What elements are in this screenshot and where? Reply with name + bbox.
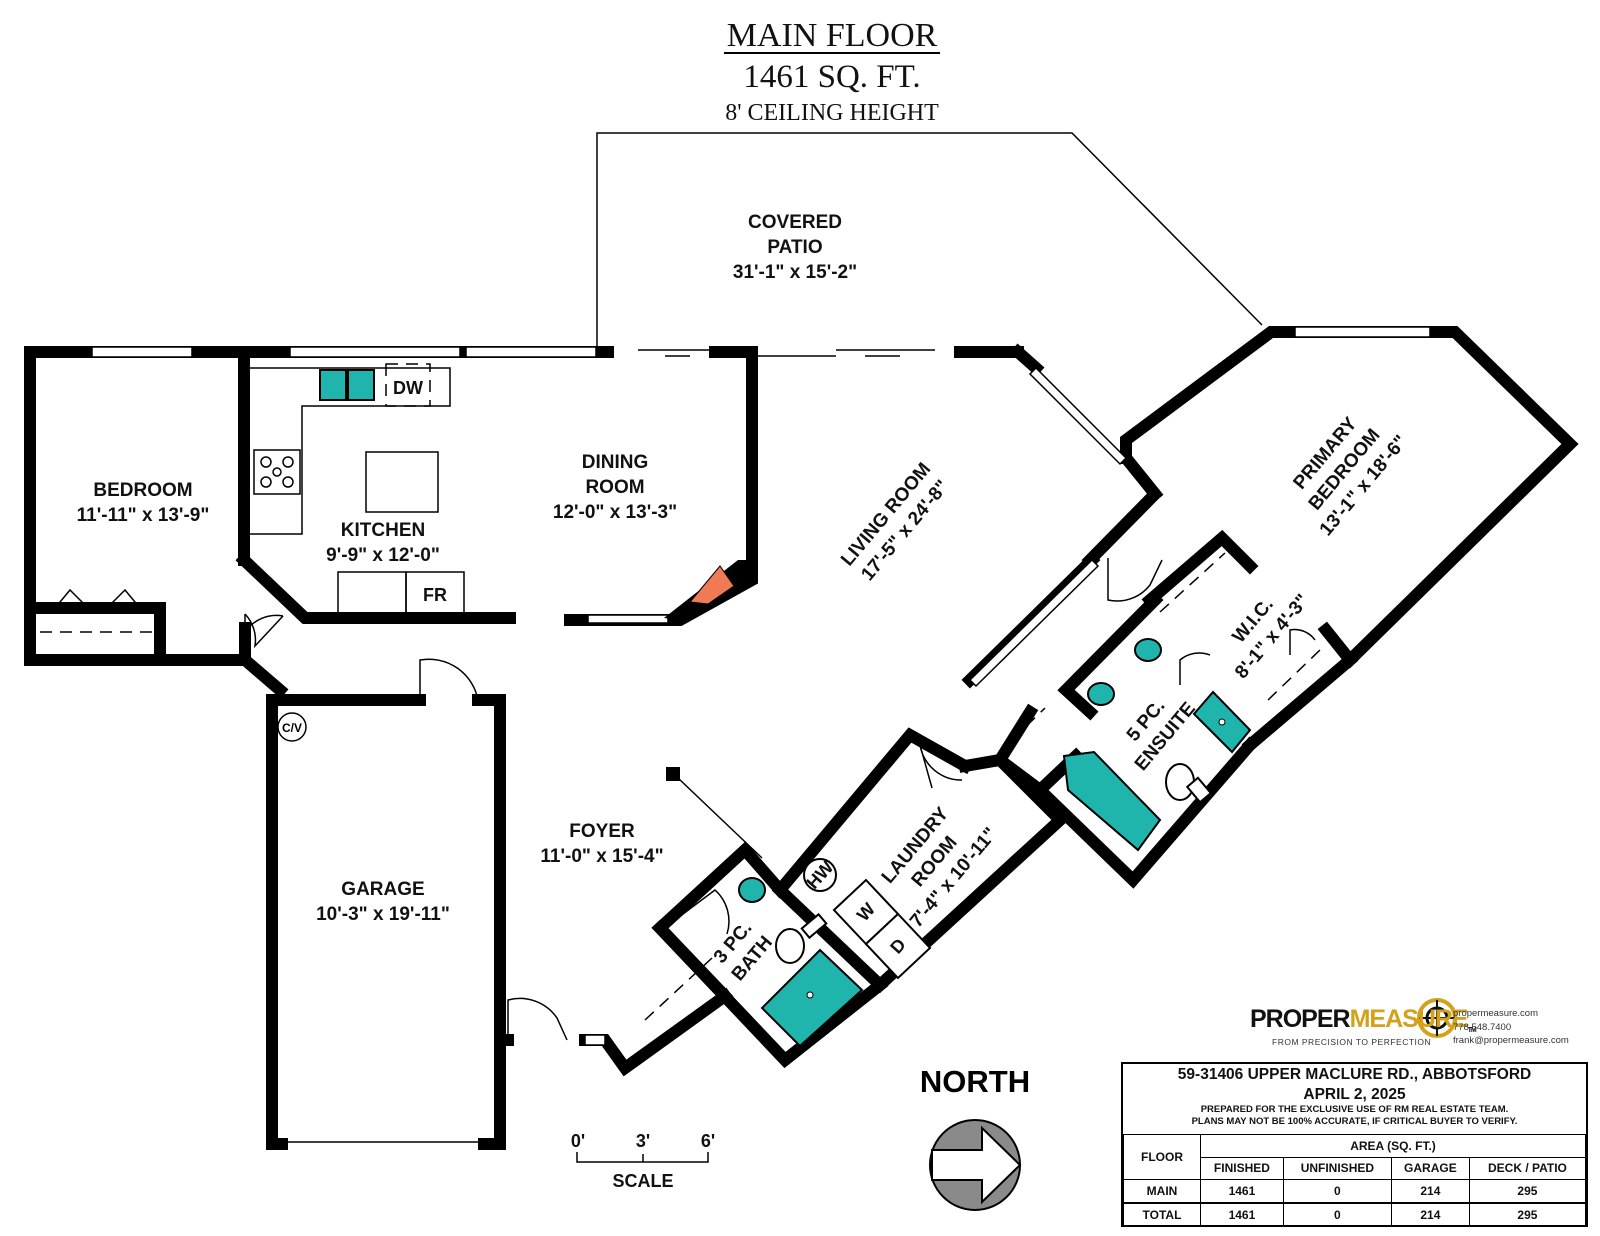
scale-label: SCALE [612, 1171, 673, 1191]
plan-date: APRIL 2, 2025 [1303, 1086, 1406, 1103]
logo-contact: propermeasure.com 778.548.7400 frank@pro… [1453, 1007, 1569, 1048]
laundry-fixtures: HW W D [803, 857, 932, 980]
area-table-main-floor: MAIN [1123, 1179, 1201, 1203]
table-row: TOTAL 1461 0 214 295 [1123, 1203, 1587, 1227]
bedroom-name: BEDROOM [93, 480, 192, 501]
north-label: NORTH [920, 1064, 1030, 1099]
logo-tagline: FROM PRECISION TO PERFECTION [1272, 1037, 1432, 1047]
scale-bar: 0' 3' 6' SCALE [571, 1131, 715, 1191]
area-table-col-deck-patio: DECK / PATIO [1468, 1156, 1587, 1181]
table-row: MAIN 1461 0 214 295 [1123, 1179, 1587, 1203]
dishwasher-label: DW [393, 378, 423, 398]
area-table-total-floor: TOTAL [1123, 1203, 1201, 1227]
covered-patio-outline [596, 132, 1263, 346]
logo-phone: 778.548.7400 [1453, 1021, 1512, 1033]
property-info-box: 59-31406 UPPER MACLURE RD., ABBOTSFORD A… [1121, 1062, 1588, 1227]
fridge [405, 571, 465, 618]
scale-tick-3: 3' [636, 1131, 650, 1151]
logo-brand: PROPERMEASURETM [1250, 1005, 1477, 1034]
area-table-total-deck: 295 [1468, 1203, 1587, 1227]
logo-email[interactable]: frank@propermeasure.com [1453, 1035, 1569, 1046]
garage-size: 10'-3" x 19'-11" [316, 904, 450, 925]
title-ceiling-height: 8' CEILING HEIGHT [725, 100, 939, 126]
area-table-total-finished: 1461 [1200, 1203, 1284, 1227]
area-table-floor-header: FLOOR [1123, 1133, 1201, 1181]
scale-tick-0: 0' [571, 1131, 585, 1151]
fireplace [664, 560, 752, 620]
dryer [864, 912, 932, 980]
windows [91, 326, 1431, 1046]
hot-water-tank [803, 858, 837, 892]
area-table-total-garage: 214 [1390, 1203, 1470, 1227]
garage-name: GARAGE [341, 879, 424, 900]
central-vac: C/V [277, 712, 307, 742]
disclaimer-line-2: PLANS MAY NOT BE 100% ACCURATE, IF CRITI… [1191, 1116, 1518, 1127]
title-square-feet: 1461 SQ. FT. [743, 59, 920, 95]
proper-measure-logo: PROPERMEASURETM FROM PRECISION TO PERFEC… [1250, 985, 1590, 1050]
covered-patio-name-2: PATIO [767, 237, 822, 258]
kitchen-sink-left [319, 369, 347, 401]
north-arrow-icon [931, 1125, 1022, 1205]
area-table-main-deck: 295 [1468, 1179, 1587, 1203]
logo-brand-proper: PROPER [1250, 1005, 1351, 1033]
kitchen-name: KITCHEN [341, 520, 425, 541]
area-table-main-garage: 214 [1390, 1179, 1470, 1203]
area-table-main-unfinished: 0 [1282, 1179, 1392, 1203]
area-table-col-finished: FINISHED [1200, 1156, 1284, 1181]
kitchen-island [365, 451, 439, 513]
dining-name-2: ROOM [585, 477, 644, 498]
kitchen-fixtures: DW FR [244, 363, 465, 618]
doors [40, 552, 1321, 1041]
area-table-main-finished: 1461 [1200, 1179, 1284, 1203]
north-compass: NORTH [920, 1064, 1030, 1211]
foyer-name: FOYER [569, 821, 635, 842]
area-table-col-unfinished: UNFINISHED [1282, 1156, 1392, 1181]
bedroom-size: 11'-11" x 13'-9" [77, 505, 210, 526]
ensuite-fixtures [1062, 638, 1252, 852]
area-table: FLOOR AREA (SQ. FT.) FINISHED UNFINISHED… [1123, 1133, 1587, 1227]
proper-measure-logo-icon [1417, 998, 1457, 1038]
area-table-col-garage: GARAGE [1390, 1156, 1470, 1181]
kitchen-sink-right [347, 369, 375, 401]
kitchen-size: 9'-9" x 12'-0" [326, 545, 440, 566]
dining-name-1: DINING [582, 452, 649, 473]
dishwasher [385, 363, 431, 407]
disclaimer-line-1: PREPARED FOR THE EXCLUSIVE USE OF RM REA… [1200, 1104, 1509, 1115]
central-vac-label: C/V [282, 721, 302, 735]
logo-website[interactable]: propermeasure.com [1453, 1008, 1539, 1019]
logo-brand-measure: MEASURE [1349, 1005, 1469, 1033]
bath3-fixtures [738, 877, 864, 1048]
covered-patio-size: 31'-1" x 15'-2" [733, 262, 857, 283]
foyer-size: 11'-0" x 15'-4" [540, 846, 663, 867]
property-address: 59-31406 UPPER MACLURE RD., ABBOTSFORD [1177, 1066, 1532, 1083]
plan-title: MAIN FLOOR 1461 SQ. FT. 8' CEILING HEIGH… [724, 17, 940, 126]
area-table-total-unfinished: 0 [1282, 1203, 1392, 1227]
area-table-area-header: AREA (SQ. FT.) [1200, 1134, 1586, 1158]
logo-trademark: TM [1467, 1027, 1477, 1034]
covered-patio-name-1: COVERED [748, 212, 842, 233]
scale-tick-6: 6' [701, 1131, 715, 1151]
title-main-floor: MAIN FLOOR [727, 17, 938, 54]
fridge-label: FR [423, 585, 447, 605]
dining-size: 12'-0" x 13'-3" [553, 502, 677, 523]
stove [253, 449, 301, 495]
